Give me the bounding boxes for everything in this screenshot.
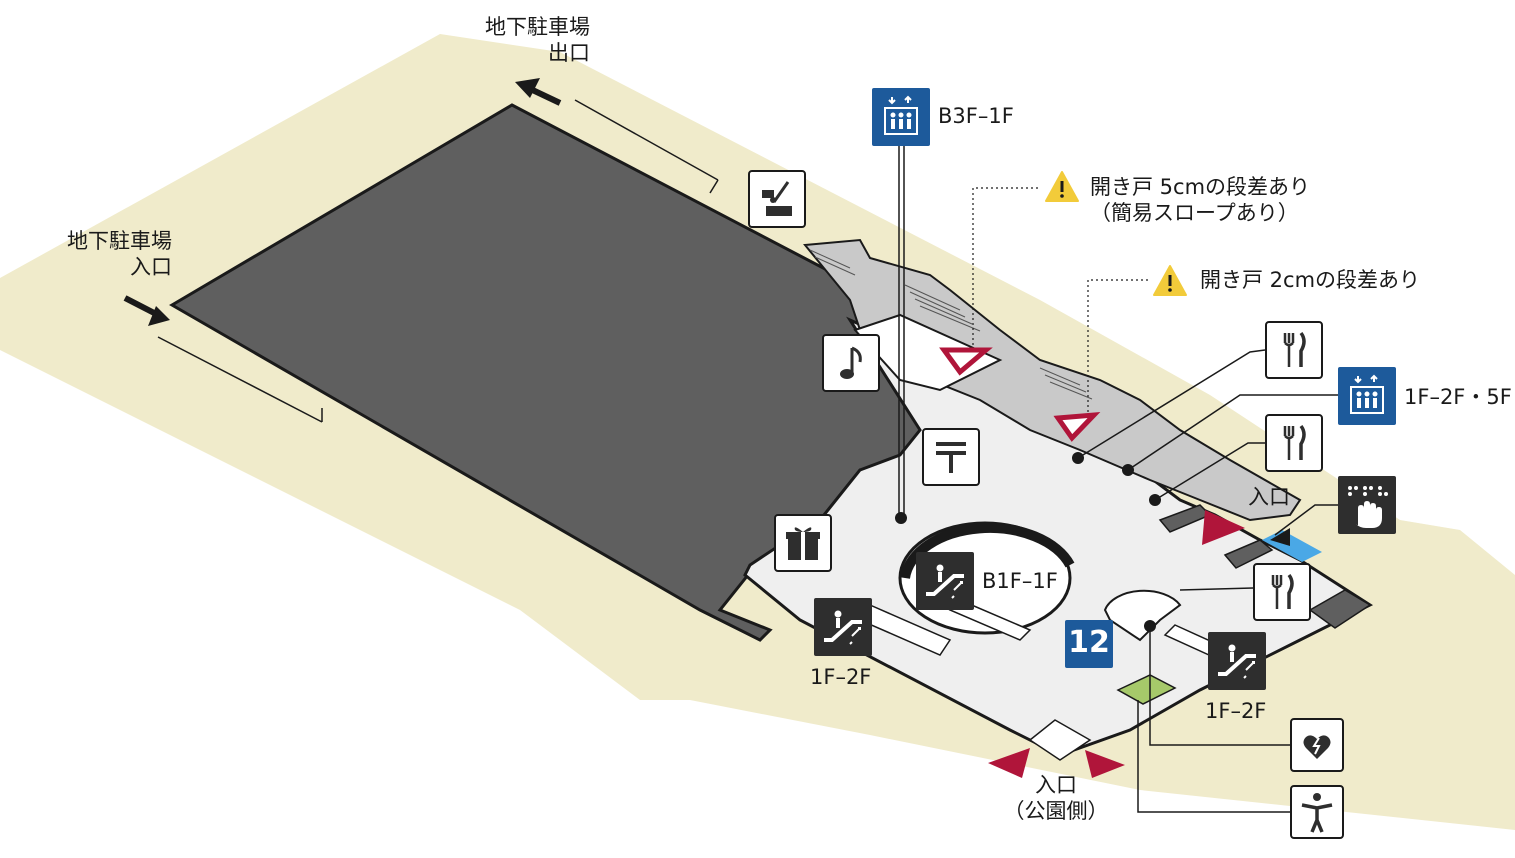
fixture-semicircle bbox=[1103, 589, 1182, 642]
parking-entrance-line2: 入口 bbox=[130, 255, 172, 280]
main-entrance-line2: （公園側） bbox=[1003, 799, 1109, 824]
parking-entrance-label: 地下駐車場 入口 bbox=[30, 228, 172, 281]
post-office-icon bbox=[922, 428, 980, 486]
service-blocks bbox=[1158, 504, 1372, 629]
accessibility-icon bbox=[1290, 785, 1344, 839]
tactile-map-icon bbox=[1338, 476, 1396, 534]
elevator-top-label: B3F–1F bbox=[938, 104, 1014, 128]
elevator-top-leader bbox=[895, 145, 907, 524]
side-entrance-arrow bbox=[1202, 510, 1245, 545]
elevator-top-icon bbox=[872, 88, 930, 146]
restaurant-icon-2 bbox=[1265, 414, 1323, 472]
elevator-right-icon bbox=[1338, 367, 1396, 425]
baby-care-icon bbox=[748, 170, 806, 228]
gift-shop-icon bbox=[774, 514, 832, 572]
escalator-left-label: 1F–2F bbox=[810, 665, 872, 689]
parking-exit-line1: 地下駐車場 bbox=[485, 15, 590, 39]
warning-step-2cm-marker bbox=[1053, 411, 1101, 442]
warning-5cm-icon bbox=[1044, 170, 1080, 204]
main-entrance-arrow-left bbox=[988, 748, 1030, 778]
music-icon bbox=[822, 334, 880, 392]
escalator-right-label: 1F–2F bbox=[1205, 699, 1267, 723]
parking-exit-label: 地下駐車場 出口 bbox=[450, 14, 590, 67]
warning-2cm-leader bbox=[1087, 279, 1150, 412]
warning-2cm-text: 開き戸 2cmの段差あり bbox=[1200, 268, 1421, 292]
main-entrance-label: 入口 （公園側） bbox=[996, 772, 1116, 825]
restaurant-icon-3 bbox=[1253, 563, 1311, 621]
escalator-center-label: B1F–1F bbox=[982, 569, 1058, 593]
parking-entrance-line1: 地下駐車場 bbox=[67, 229, 172, 253]
warning-5cm-leader bbox=[972, 187, 1040, 345]
leader-lines-right bbox=[1077, 349, 1338, 813]
escalator-left-icon bbox=[814, 598, 872, 656]
escalator-right-icon bbox=[1208, 632, 1266, 690]
restaurant-icon-1 bbox=[1265, 321, 1323, 379]
escalator-center-icon bbox=[916, 552, 974, 610]
warning-5cm-line1: 開き戸 5cmの段差あり bbox=[1090, 175, 1311, 199]
parking-exit-arrow bbox=[515, 78, 719, 194]
warning-5cm-text: 開き戸 5cmの段差あり （簡易スロープあり） bbox=[1090, 174, 1310, 227]
aed-icon bbox=[1290, 718, 1344, 772]
warning-5cm-line2: （簡易スロープあり） bbox=[1090, 201, 1299, 226]
side-entrance-small-arrow bbox=[1270, 528, 1290, 546]
warning-2cm-icon bbox=[1152, 264, 1188, 298]
main-entrance-line1: 入口 bbox=[1035, 773, 1077, 797]
parking-exit-line2: 出口 bbox=[548, 41, 590, 66]
stairs-top bbox=[809, 249, 1093, 400]
elevator-right-label: 1F–2F・5F bbox=[1404, 385, 1512, 409]
floor-number-badge: 12 bbox=[1065, 620, 1113, 668]
main-entrance-arrow-right bbox=[1085, 750, 1125, 778]
warning-step-5cm-marker bbox=[939, 347, 993, 376]
parking-entrance-arrow bbox=[123, 295, 323, 423]
leader-dots bbox=[1072, 452, 1161, 632]
main-entrance-notch bbox=[1028, 719, 1092, 761]
side-entrance-label: 入口 bbox=[1248, 485, 1290, 509]
aed-area bbox=[1116, 674, 1177, 705]
